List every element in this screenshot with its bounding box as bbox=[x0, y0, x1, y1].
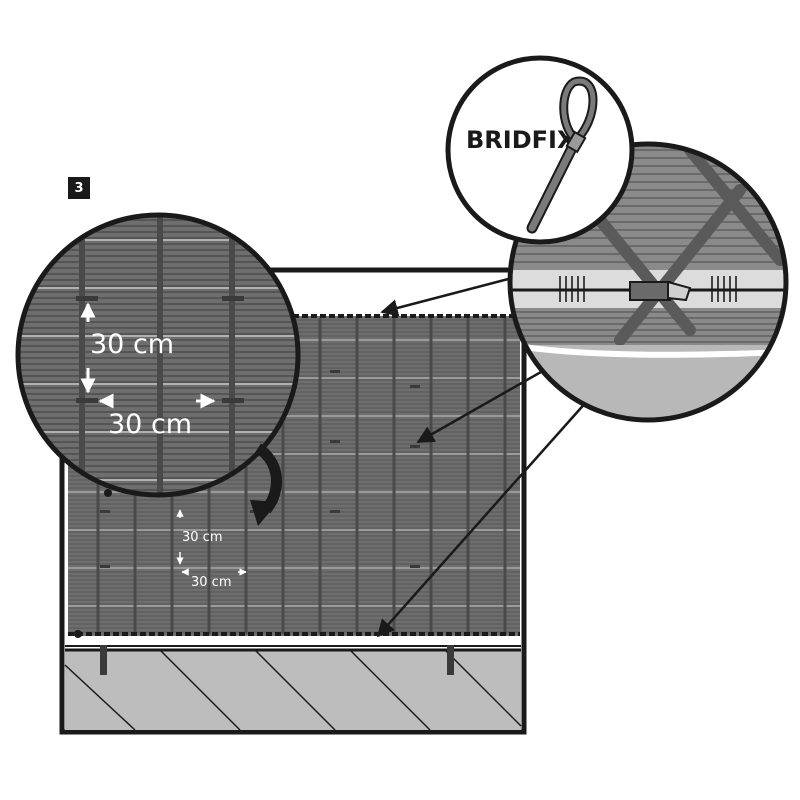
tensioner-side bbox=[104, 489, 112, 497]
tie-mark bbox=[330, 370, 340, 373]
tie-mark bbox=[330, 510, 340, 513]
ground-stake-left bbox=[100, 645, 107, 675]
detail-cross-wires bbox=[594, 144, 786, 346]
curved-arrow-icon bbox=[250, 443, 282, 526]
ground-base bbox=[64, 489, 522, 731]
tensioner-bottom bbox=[74, 630, 82, 638]
tie-mark bbox=[410, 385, 420, 388]
tie-mark bbox=[410, 445, 420, 448]
zoom-tie-marks bbox=[76, 296, 244, 403]
tie-mark bbox=[100, 565, 110, 568]
callout-arrows bbox=[376, 276, 589, 638]
zoom-vertical-label: 30 cm bbox=[90, 329, 174, 360]
product-label: BRIDFIX bbox=[466, 126, 576, 154]
callout-arrow-icon bbox=[380, 276, 513, 317]
tie-mark bbox=[330, 440, 340, 443]
step-number-badge: 3 bbox=[68, 177, 90, 199]
zoom-mesh-wires bbox=[79, 215, 235, 495]
panel-vertical-label: 30 cm bbox=[182, 530, 223, 545]
cable-tie-fastened bbox=[629, 280, 692, 302]
zoom-circle: 30 cm 30 cm bbox=[15, 212, 301, 498]
product-circle: BRIDFIX bbox=[445, 55, 635, 245]
tie-mark bbox=[410, 565, 420, 568]
ground-hatching bbox=[64, 649, 522, 731]
cable-tie-icon bbox=[526, 76, 598, 234]
tie-mark bbox=[100, 510, 110, 513]
zoom-dimensions: 30 cm 30 cm bbox=[80, 302, 216, 440]
ground-stake-right bbox=[447, 645, 454, 675]
callout-arrow-icon bbox=[416, 366, 549, 444]
panel-dimensions: 30 cm 30 cm bbox=[176, 509, 247, 590]
zoom-horizontal-label: 30 cm bbox=[108, 409, 192, 440]
callout-arrow-icon bbox=[376, 399, 589, 638]
panel-horizontal-label: 30 cm bbox=[191, 575, 232, 590]
